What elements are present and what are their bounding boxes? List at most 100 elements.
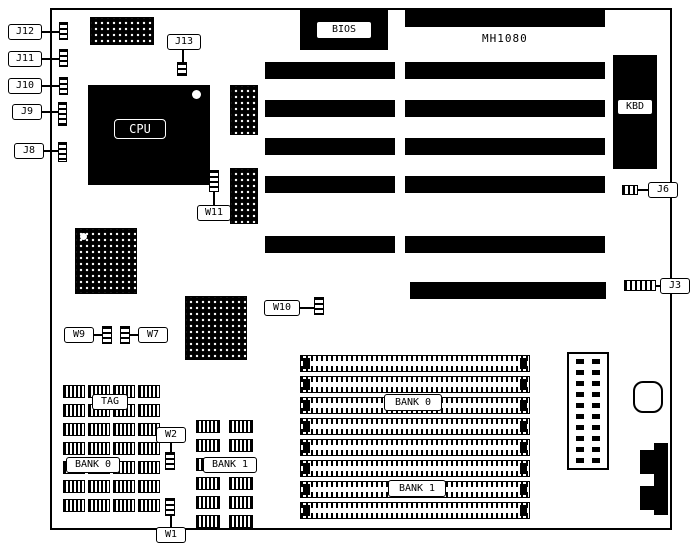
cache-chip [229,477,253,490]
simm-socket [300,418,530,435]
cache-chip [196,477,220,490]
qfp-chip-center [185,296,247,360]
simm-socket [300,355,530,372]
cache-chip [138,480,160,493]
wire-j6 [638,189,648,191]
jumper-w2 [165,452,175,470]
isa-slot [265,236,395,253]
jumper-j13 [177,62,187,76]
jumper-w7 [120,326,130,344]
simm-socket [300,439,530,456]
cache-chip [229,496,253,509]
isa-slot [265,62,395,79]
qfp-pin1-dot [80,233,87,240]
label-w7: W7 [138,327,168,343]
tag-label: TAG [92,394,128,410]
cache-chip [113,442,135,455]
wire-w7 [130,334,138,336]
wire-j12 [42,31,60,33]
cache-chip [63,423,85,436]
cache-chip [138,385,160,398]
isa-slot [405,176,605,193]
jumper-j8 [58,142,67,162]
din-connector-bar [654,443,668,515]
cache-chip [138,442,160,455]
cache-chip [138,404,160,417]
cache-chip [63,404,85,417]
label-j8: J8 [14,143,44,159]
din-connector-tab-lower [640,486,656,510]
label-w11: W11 [197,205,231,221]
cpu-label: CPU [114,119,166,139]
battery [633,381,663,413]
isa-slot [405,138,605,155]
model-label: MH1080 [482,32,528,45]
din-connector-tab-upper [640,450,656,474]
label-j9: J9 [12,104,42,120]
wire-j11 [42,58,60,60]
cache-bank1-label: BANK 1 [203,457,257,473]
cache-chip [138,499,160,512]
kbd-label: KBD [617,99,653,115]
cache-chip [88,480,110,493]
cache-chip [138,461,160,474]
cache-chip [113,499,135,512]
dip-chip-upper [230,85,258,135]
cpu-chip [88,85,210,185]
label-j3: J3 [660,278,690,294]
simm-socket [300,460,530,477]
wire-w11 [213,192,215,205]
cache-chip [88,442,110,455]
simm-bank0-label: BANK 0 [384,394,442,411]
isa-slot [405,10,605,27]
cache-chip [113,480,135,493]
cache-chip [63,385,85,398]
cache-chip [88,499,110,512]
label-j10: J10 [8,78,42,94]
cache-chip [63,499,85,512]
dip-chip-lower [230,168,258,224]
power-connector [567,352,609,470]
isa-slot [405,62,605,79]
simm-socket [300,376,530,393]
jumper-j9 [58,102,67,126]
wire-w10 [300,307,314,309]
cache-chip [229,420,253,433]
wire-j8 [44,150,58,152]
wire-j9 [42,111,58,113]
jumper-j10 [59,77,68,95]
label-w10: W10 [264,300,300,316]
simm-bank1-label: BANK 1 [388,480,446,497]
wire-w1 [170,516,172,527]
wire-j13 [182,50,184,62]
small-dip-chip [90,17,154,45]
bios-label: BIOS [316,21,372,39]
wire-w2 [170,443,172,452]
isa-slot [410,282,606,299]
isa-slot [405,236,605,253]
cache-chip [63,480,85,493]
jumper-w11 [209,170,219,192]
isa-slot [405,100,605,117]
cache-chip [229,515,253,528]
jumper-j3 [624,280,656,291]
wire-j10 [42,85,60,87]
cache-chip [196,515,220,528]
simm-socket [300,502,530,519]
cache-chip [196,439,220,452]
label-w9: W9 [64,327,94,343]
cache-chip [229,439,253,452]
cache-bank0-label: BANK 0 [66,457,120,473]
jumper-j6 [622,185,638,195]
label-w2: W2 [156,427,186,443]
isa-slot [265,176,395,193]
cache-chip [196,420,220,433]
cache-chip [196,496,220,509]
isa-slot [265,100,395,117]
cache-chip [63,442,85,455]
cache-chip [113,423,135,436]
jumper-j11 [59,49,68,67]
label-j11: J11 [8,51,42,67]
jumper-w10 [314,297,324,315]
